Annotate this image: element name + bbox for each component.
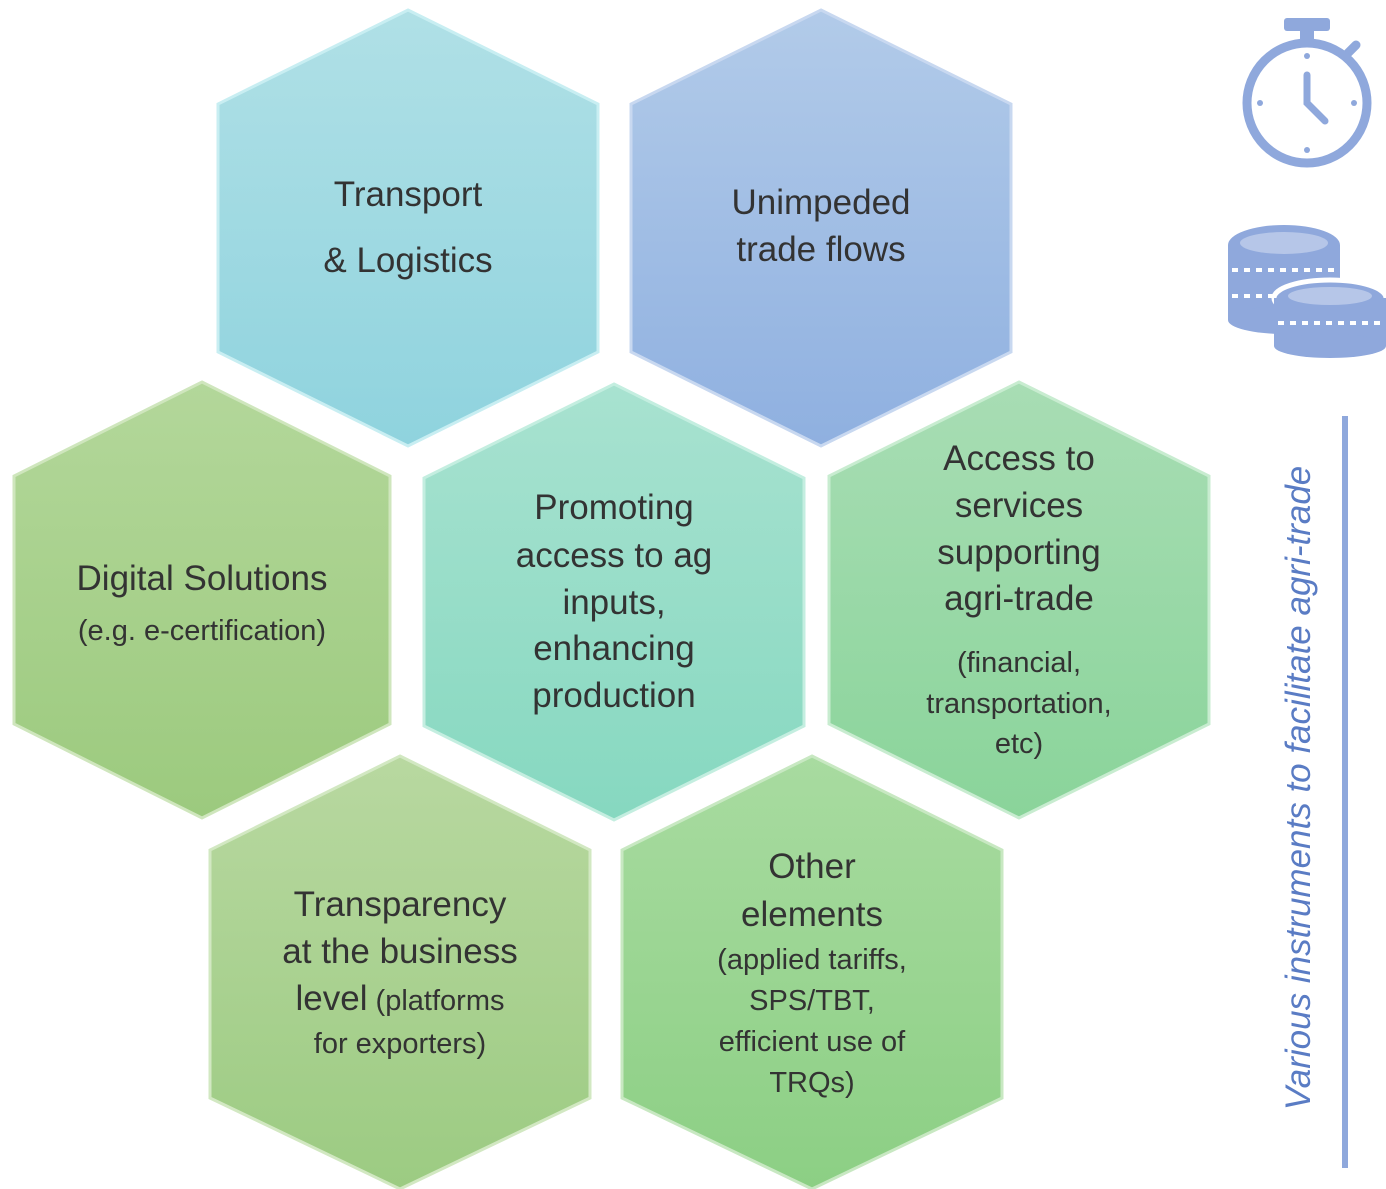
hex-services-line1: Access to bbox=[943, 439, 1095, 478]
hex-unimpeded-trade-flows: Unimpeded trade flows bbox=[629, 8, 1013, 448]
hex-transparency-platforms: (platforms bbox=[368, 985, 505, 1017]
hex-services-line7: etc) bbox=[995, 728, 1043, 760]
hex-other-line4: SPS/TBT, bbox=[749, 985, 875, 1017]
hex-transparency-line1: Transparency bbox=[294, 885, 507, 924]
hex-transparency-level: level bbox=[296, 979, 368, 1018]
hex-other-line1: Other bbox=[768, 847, 856, 886]
stopwatch-icon bbox=[1242, 18, 1372, 168]
hex-transparency-line4: for exporters) bbox=[314, 1028, 486, 1060]
hex-digital-line2: (e.g. e-certification) bbox=[78, 615, 326, 647]
side-label: Various instruments to facilitate agri-t… bbox=[1279, 466, 1318, 1111]
hex-transparency: Transparency at the business level (plat… bbox=[208, 754, 592, 1189]
hex-transport-logistics: Transport & Logistics bbox=[216, 8, 600, 448]
hex-digital-line1: Digital Solutions bbox=[77, 559, 328, 598]
hex-services-line2: services bbox=[955, 486, 1083, 525]
hex-access-to-services: Access to services supporting agri-trade… bbox=[827, 380, 1211, 820]
hex-promoting-access: Promoting access to ag inputs, enhancing… bbox=[422, 382, 806, 822]
hex-promoting-line5: production bbox=[532, 676, 695, 715]
hex-trade-line2: trade flows bbox=[736, 230, 905, 269]
hex-services-line4: agri-trade bbox=[944, 579, 1094, 618]
hex-other-line2: elements bbox=[741, 895, 883, 934]
hex-trade-line1: Unimpeded bbox=[732, 183, 911, 222]
coins-icon bbox=[1228, 225, 1386, 358]
hex-transparency-line2: at the business bbox=[282, 932, 517, 971]
hex-promoting-line3: inputs, bbox=[562, 583, 665, 622]
hex-transport-line1: Transport bbox=[334, 175, 483, 214]
hex-services-line6: transportation, bbox=[926, 688, 1111, 720]
hex-services-line3: supporting bbox=[937, 533, 1100, 572]
hex-promoting-line2: access to ag bbox=[516, 536, 713, 575]
hex-services-line5: (financial, bbox=[957, 647, 1081, 679]
hex-transparency-line3: level (platforms bbox=[296, 979, 505, 1018]
hex-other-line3: (applied tariffs, bbox=[717, 944, 907, 976]
hex-digital-solutions: Digital Solutions (e.g. e-certification) bbox=[12, 380, 392, 820]
hex-other-line6: TRQs) bbox=[769, 1067, 854, 1099]
hex-promoting-line1: Promoting bbox=[534, 488, 694, 527]
hex-promoting-line4: enhancing bbox=[533, 629, 695, 668]
hex-transport-line2: & Logistics bbox=[323, 241, 492, 280]
hex-other-elements: Other elements (applied tariffs, SPS/TBT… bbox=[620, 754, 1004, 1189]
hex-other-line5: efficient use of bbox=[719, 1026, 906, 1058]
